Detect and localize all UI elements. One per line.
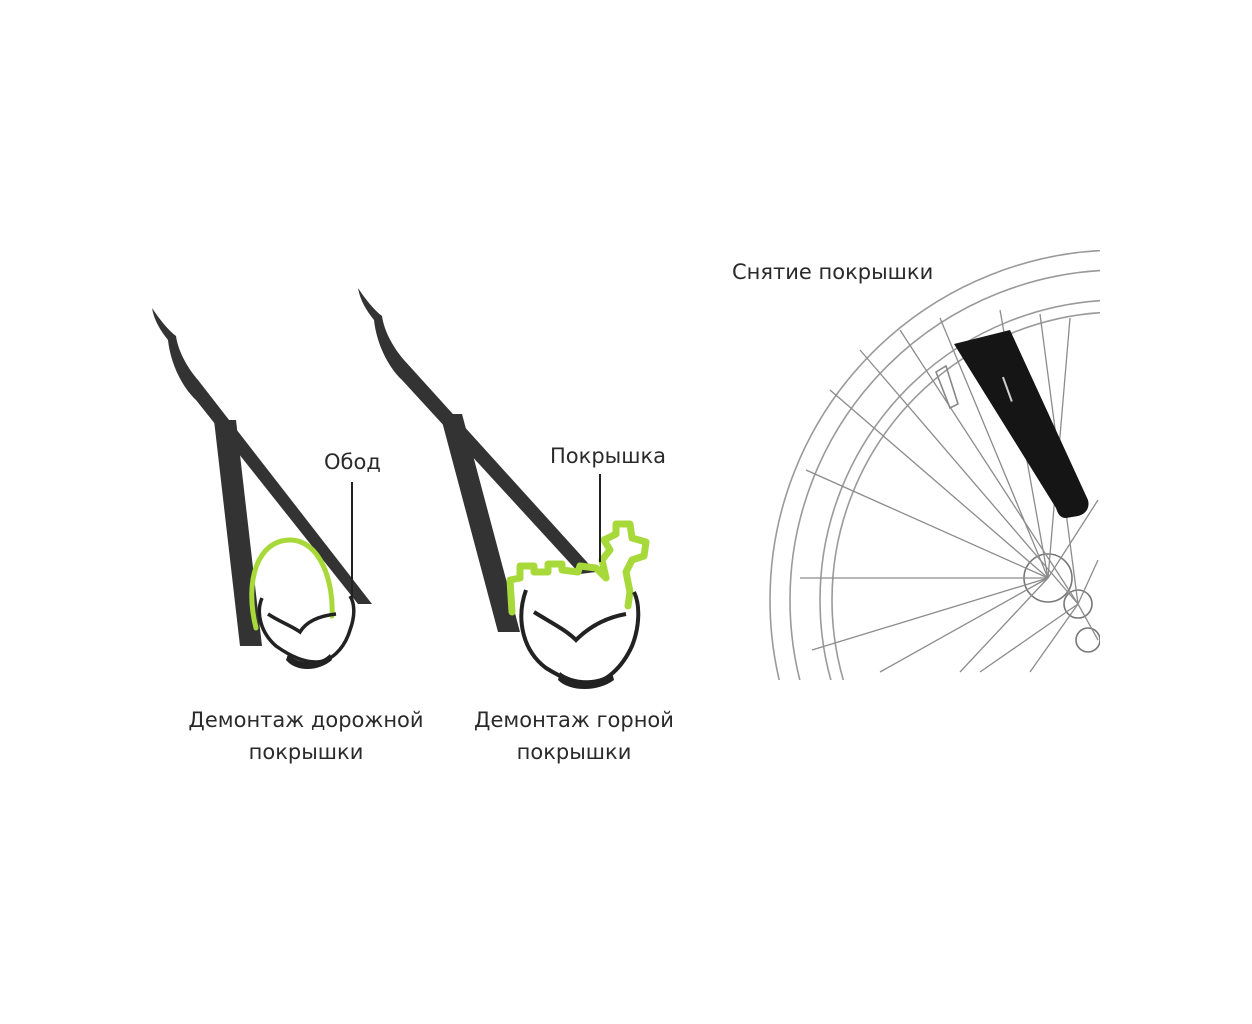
valve-stem bbox=[935, 364, 959, 410]
tire-outer-edge bbox=[769, 250, 1100, 680]
hub-nut bbox=[1075, 627, 1100, 653]
lever-brand-mark bbox=[1002, 376, 1013, 402]
rim-inner-edge bbox=[831, 311, 1100, 680]
bicycle-wheel bbox=[769, 250, 1100, 680]
tire-lever-front bbox=[152, 308, 372, 604]
rim-outer-edge bbox=[819, 299, 1100, 680]
mtb-tire-diagram bbox=[358, 288, 650, 689]
lever-slot bbox=[209, 391, 219, 402]
tire-bead bbox=[249, 537, 335, 631]
mtb-tire-caption: Демонтаж горной покрышки bbox=[454, 704, 694, 768]
wheel-tire-lever bbox=[954, 330, 1089, 518]
caption-line: покрышки bbox=[248, 740, 364, 764]
rim-label: Обод bbox=[324, 450, 381, 474]
caption-line: покрышки bbox=[516, 740, 632, 764]
rim-profile bbox=[257, 595, 356, 664]
road-tire-caption: Демонтаж дорожной покрышки bbox=[176, 704, 436, 768]
tire-knobby bbox=[506, 520, 650, 616]
hub-axle bbox=[1063, 589, 1093, 619]
caption-line: Демонтаж горной bbox=[474, 708, 674, 732]
caption-line: Демонтаж дорожной bbox=[188, 708, 424, 732]
rim-base bbox=[286, 654, 332, 669]
rim-profile bbox=[519, 589, 641, 687]
tire-inner-edge bbox=[789, 269, 1100, 680]
tire-lever-front bbox=[358, 288, 596, 574]
tire-lever-back bbox=[440, 414, 520, 632]
tire-removal-label: Снятие покрышки bbox=[732, 260, 934, 284]
road-tire-diagram bbox=[152, 308, 372, 669]
lever-slot bbox=[417, 371, 428, 382]
rim-base bbox=[558, 672, 614, 689]
tire-label: Покрышка bbox=[550, 444, 667, 468]
